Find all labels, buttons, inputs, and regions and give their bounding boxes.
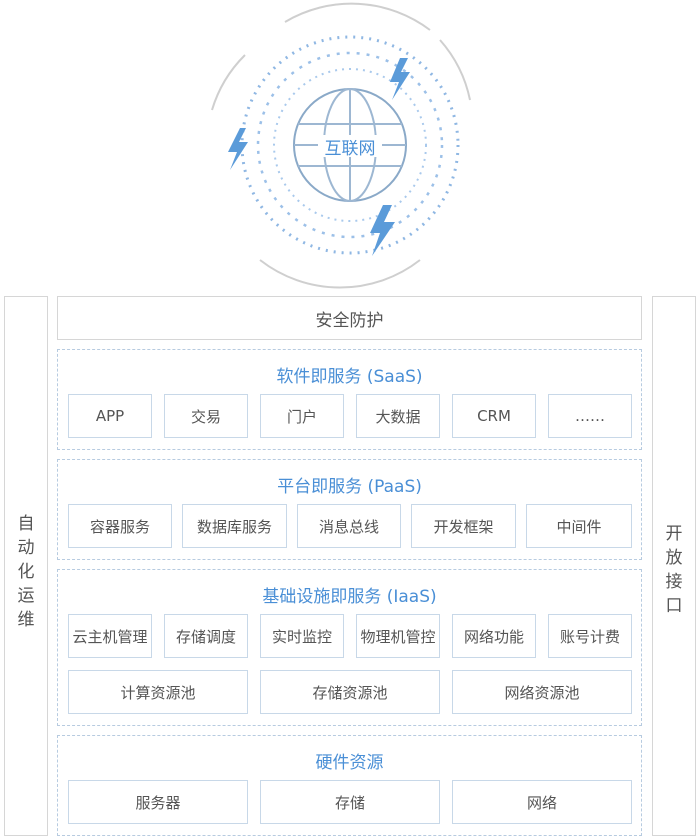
ops-char: 自 xyxy=(17,514,35,534)
iaas-layer: 基础设施即服务 (IaaS) 云主机管理 存储调度 实时监控 物理机管控 网络功… xyxy=(57,569,642,726)
ops-automation-label: 自 动 化 运 维 xyxy=(5,512,47,632)
hardware-title: 硬件资源 xyxy=(315,753,384,773)
saas-layer: 软件即服务 (SaaS) APP 交易 门户 大数据 CRM …… xyxy=(57,349,642,450)
saas-item: 交易 xyxy=(164,394,248,438)
ops-char: 运 xyxy=(17,586,35,606)
paas-item: 数据库服务 xyxy=(182,504,287,548)
open-api-panel: 开 放 接 口 xyxy=(652,296,696,836)
ops-char: 动 xyxy=(17,538,35,558)
orbit-ring-icon xyxy=(240,35,460,255)
internet-label: 互联网 xyxy=(324,139,376,159)
paas-title: 平台即服务 (PaaS) xyxy=(277,477,422,497)
lightning-bolt-icon xyxy=(390,58,410,100)
iaas-item: 账号计费 xyxy=(548,614,632,658)
ops-char: 化 xyxy=(17,562,35,582)
hardware-item: 网络 xyxy=(452,780,632,824)
internet-illustration xyxy=(211,2,471,289)
open-api-label: 开 放 接 口 xyxy=(653,522,695,618)
api-char: 接 xyxy=(665,572,683,592)
hardware-item: 存储 xyxy=(260,780,440,824)
iaas-item: 网络功能 xyxy=(452,614,536,658)
orbit-ring-icon xyxy=(273,68,427,222)
api-char: 开 xyxy=(665,524,683,544)
saas-item: 大数据 xyxy=(356,394,440,438)
saas-item: CRM xyxy=(452,394,536,438)
paas-item: 开发框架 xyxy=(411,504,516,548)
api-char: 放 xyxy=(665,548,683,568)
iaas-item: 实时监控 xyxy=(260,614,344,658)
ops-char: 维 xyxy=(17,610,35,630)
security-label: 安全防护 xyxy=(315,310,384,331)
iaas-item: 物理机管控 xyxy=(356,614,440,658)
hardware-layer: 硬件资源 服务器 存储 网络 xyxy=(57,735,642,836)
resource-pool: 网络资源池 xyxy=(452,670,632,714)
saas-item: 门户 xyxy=(260,394,344,438)
ops-automation-panel: 自 动 化 运 维 xyxy=(4,296,48,836)
paas-item: 容器服务 xyxy=(68,504,172,548)
hardware-item: 服务器 xyxy=(68,780,248,824)
saas-title: 软件即服务 (SaaS) xyxy=(276,367,423,387)
iaas-item: 云主机管理 xyxy=(68,614,152,658)
resource-pool: 计算资源池 xyxy=(68,670,248,714)
paas-item: 中间件 xyxy=(526,504,632,548)
paas-layer: 平台即服务 (PaaS) 容器服务 数据库服务 消息总线 开发框架 中间件 xyxy=(57,459,642,560)
paas-item: 消息总线 xyxy=(297,504,401,548)
outer-arc-icon xyxy=(284,2,431,31)
api-char: 口 xyxy=(665,596,683,616)
saas-item: …… xyxy=(548,394,632,438)
outer-arc-icon xyxy=(259,259,421,289)
outer-arc-icon xyxy=(439,39,471,101)
lightning-bolt-icon xyxy=(228,128,248,170)
security-layer: 安全防护 xyxy=(57,296,642,340)
orbit-ring-icon xyxy=(256,51,444,239)
resource-pool: 存储资源池 xyxy=(260,670,440,714)
iaas-title: 基础设施即服务 (IaaS) xyxy=(262,587,437,607)
outer-arc-icon xyxy=(211,54,246,111)
lightning-bolt-icon xyxy=(370,205,395,256)
iaas-item: 存储调度 xyxy=(164,614,248,658)
saas-item: APP xyxy=(68,394,152,438)
